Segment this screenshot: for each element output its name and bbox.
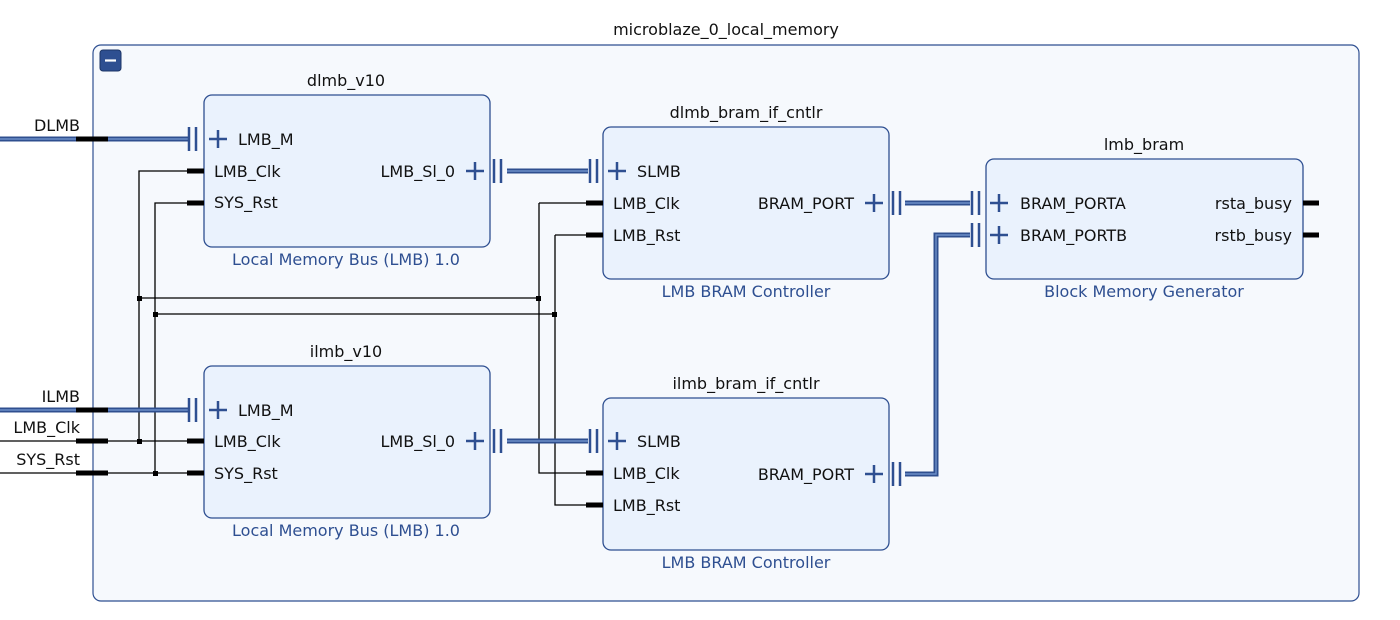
bus-ilmb-bram-port-to-portb[interactable] xyxy=(905,232,970,477)
bus-connector-icon[interactable] xyxy=(970,223,981,247)
external-port-sys-rst[interactable]: SYS_Rst xyxy=(16,450,80,470)
pin-stub xyxy=(187,200,204,206)
expand-plus-icon[interactable] xyxy=(865,465,883,483)
block-ilmb-v10[interactable]: ilmb_v10 Local Memory Bus (LMB) 1.0 LMB_… xyxy=(187,342,503,540)
signal-nets xyxy=(108,170,587,506)
bus-connector-icon[interactable] xyxy=(492,159,503,183)
pin-stub xyxy=(1303,232,1319,238)
expand-plus-icon[interactable] xyxy=(608,432,626,450)
expand-plus-icon[interactable] xyxy=(466,162,484,180)
external-port-dlmb[interactable]: DLMB xyxy=(34,116,80,135)
pin-stub xyxy=(1303,200,1319,206)
port-sys-rst[interactable]: SYS_Rst xyxy=(214,464,278,484)
pin-stub xyxy=(187,438,204,444)
pin-stub xyxy=(187,470,204,476)
block-subtitle: Block Memory Generator xyxy=(1044,282,1244,301)
pin-stub xyxy=(187,168,204,174)
bus-connector-icon[interactable] xyxy=(187,398,198,422)
port-bram-port[interactable]: BRAM_PORT xyxy=(758,194,854,214)
port-lmb-sl-0[interactable]: LMB_Sl_0 xyxy=(381,432,455,452)
block-subtitle: Local Memory Bus (LMB) 1.0 xyxy=(232,250,460,269)
port-bram-portb[interactable]: BRAM_PORTB xyxy=(1020,226,1127,246)
junction-dot xyxy=(137,439,142,444)
port-stub xyxy=(76,438,108,444)
block-dlmb-bram-if-cntlr[interactable]: dlmb_bram_if_cntlr LMB BRAM Controller S… xyxy=(586,103,902,301)
external-port-lmb-clk[interactable]: LMB_Clk xyxy=(13,418,80,438)
junction-dot xyxy=(552,312,557,317)
block-subtitle: LMB BRAM Controller xyxy=(662,282,831,301)
block-subtitle: Local Memory Bus (LMB) 1.0 xyxy=(232,521,460,540)
junction-dot xyxy=(153,312,158,317)
expand-plus-icon[interactable] xyxy=(209,130,227,148)
bus-connector-icon[interactable] xyxy=(588,159,599,183)
junction-dot xyxy=(153,471,158,476)
pin-stub xyxy=(586,470,603,476)
port-bram-porta[interactable]: BRAM_PORTA xyxy=(1020,194,1126,214)
bus-connector-icon[interactable] xyxy=(187,127,198,151)
bus-connector-icon[interactable] xyxy=(891,462,902,486)
port-lmb-clk[interactable]: LMB_Clk xyxy=(613,464,680,484)
pin-stub xyxy=(586,232,603,238)
expand-plus-icon[interactable] xyxy=(209,401,227,419)
port-bram-port[interactable]: BRAM_PORT xyxy=(758,465,854,485)
port-lmb-clk[interactable]: LMB_Clk xyxy=(214,162,281,182)
block-title: dlmb_v10 xyxy=(307,71,385,91)
pin-stub xyxy=(586,200,603,206)
junction-dot xyxy=(137,296,142,301)
bus-connector-icon[interactable] xyxy=(970,191,981,215)
block-title: ilmb_v10 xyxy=(310,342,382,362)
port-sys-rst[interactable]: SYS_Rst xyxy=(214,193,278,213)
expand-plus-icon[interactable] xyxy=(990,226,1008,244)
block-ilmb-bram-if-cntlr[interactable]: ilmb_bram_if_cntlr LMB BRAM Controller S… xyxy=(586,374,902,572)
pin-stub xyxy=(586,502,603,508)
block-title: lmb_bram xyxy=(1104,135,1184,155)
port-slmb[interactable]: SLMB xyxy=(637,162,681,181)
junction-dot xyxy=(536,296,541,301)
port-stub xyxy=(76,470,108,476)
port-lmb-rst[interactable]: LMB_Rst xyxy=(613,226,680,246)
bus-connector-icon[interactable] xyxy=(891,191,902,215)
expand-plus-icon[interactable] xyxy=(865,194,883,212)
external-port-ilmb[interactable]: ILMB xyxy=(42,387,80,406)
port-lmb-m[interactable]: LMB_M xyxy=(238,401,294,421)
port-lmb-clk[interactable]: LMB_Clk xyxy=(214,432,281,452)
expand-plus-icon[interactable] xyxy=(466,432,484,450)
port-rsta-busy[interactable]: rsta_busy xyxy=(1215,194,1292,214)
port-slmb[interactable]: SLMB xyxy=(637,432,681,451)
block-title: dlmb_bram_if_cntlr xyxy=(670,103,823,123)
collapse-button[interactable] xyxy=(99,49,122,72)
block-title: ilmb_bram_if_cntlr xyxy=(672,374,819,394)
port-lmb-clk[interactable]: LMB_Clk xyxy=(613,194,680,214)
port-lmb-m[interactable]: LMB_M xyxy=(238,130,294,150)
bus-connector-icon[interactable] xyxy=(492,429,503,453)
port-rstb-busy[interactable]: rstb_busy xyxy=(1215,226,1292,246)
port-stub xyxy=(76,407,108,413)
block-dlmb-v10[interactable]: dlmb_v10 Local Memory Bus (LMB) 1.0 LMB_… xyxy=(187,71,503,269)
port-lmb-rst[interactable]: LMB_Rst xyxy=(613,496,680,516)
port-lmb-sl-0[interactable]: LMB_Sl_0 xyxy=(381,162,455,182)
block-body[interactable] xyxy=(985,158,1304,280)
block-lmb-bram[interactable]: lmb_bram Block Memory Generator BRAM_POR… xyxy=(970,135,1319,301)
port-stub xyxy=(76,136,108,142)
external-ports: DLMB ILMB LMB_Clk SYS_Rst xyxy=(0,116,108,476)
expand-plus-icon[interactable] xyxy=(608,162,626,180)
hierarchy-title: microblaze_0_local_memory xyxy=(613,20,839,40)
expand-plus-icon[interactable] xyxy=(990,194,1008,212)
block-subtitle: LMB BRAM Controller xyxy=(662,553,831,572)
bus-connector-icon[interactable] xyxy=(588,429,599,453)
